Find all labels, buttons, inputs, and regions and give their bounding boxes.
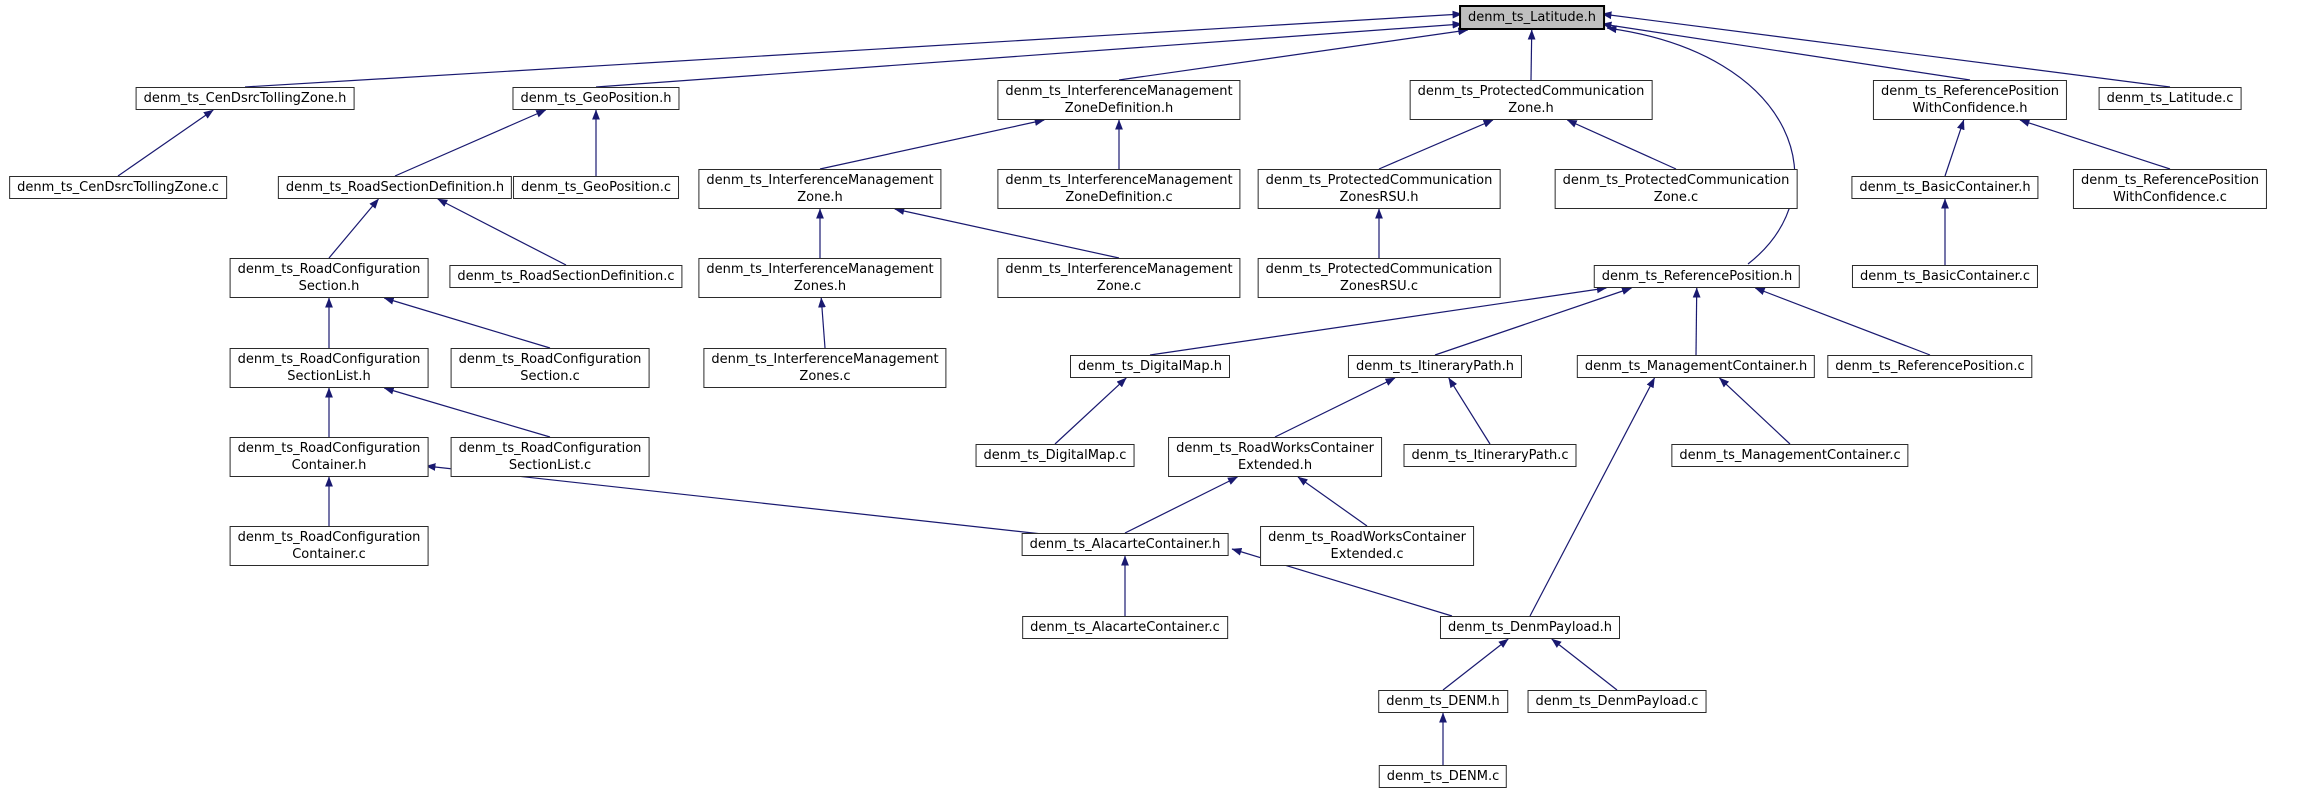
edge-rwce_c-to-rwce_h xyxy=(1297,476,1368,527)
edge-bc_h-to-rpwc_h xyxy=(1944,119,1965,177)
graph-node-imzs_h[interactable]: denm_ts_InterferenceManagement Zones.h xyxy=(698,258,942,298)
graph-node-bc_c[interactable]: denm_ts_BasicContainer.c xyxy=(1851,265,2039,288)
graph-node-rwce_h[interactable]: denm_ts_RoadWorksContainer Extended.h xyxy=(1168,437,1382,477)
edge-ip_h-to-rp_h xyxy=(1434,287,1632,356)
edge-pcz_h-to-lat_h xyxy=(1527,29,1536,81)
graph-node-mc_h[interactable]: denm_ts_ManagementContainer.h xyxy=(1576,355,1816,378)
edge-rcs_h-to-rsd_h xyxy=(328,198,379,259)
graph-node-rpwc_h[interactable]: denm_ts_ReferencePosition WithConfidence… xyxy=(1872,80,2068,120)
graph-node-denm_h[interactable]: denm_ts_DENM.h xyxy=(1378,690,1508,713)
graph-node-rcc_h[interactable]: denm_ts_RoadConfiguration Container.h xyxy=(229,437,429,477)
edge-dm_h-to-rp_h xyxy=(1149,285,1607,356)
graph-node-rcsl_h[interactable]: denm_ts_RoadConfiguration SectionList.h xyxy=(229,348,429,388)
graph-node-rcc_c[interactable]: denm_ts_RoadConfiguration Container.c xyxy=(229,526,429,566)
graph-node-cdtz_c[interactable]: denm_ts_CenDsrcTollingZone.c xyxy=(9,176,227,199)
edge-dm_c-to-dm_h xyxy=(1054,377,1127,445)
edge-rpwc_h-to-lat_h xyxy=(1601,21,1971,81)
graph-node-rsd_c[interactable]: denm_ts_RoadSectionDefinition.c xyxy=(449,265,683,288)
graph-node-rp_h[interactable]: denm_ts_ReferencePosition.h xyxy=(1593,265,1801,288)
graph-node-pcz_h[interactable]: denm_ts_ProtectedCommunication Zone.h xyxy=(1409,80,1653,120)
graph-node-imzs_c[interactable]: denm_ts_InterferenceManagement Zones.c xyxy=(703,348,947,388)
edge-rp_h-to-lat_h xyxy=(1606,25,1796,265)
graph-node-dm_c[interactable]: denm_ts_DigitalMap.c xyxy=(975,444,1135,467)
edge-rp_c-to-rp_h xyxy=(1754,287,1931,356)
graph-node-imz_c[interactable]: denm_ts_InterferenceManagement Zone.c xyxy=(997,258,1241,298)
edge-ip_c-to-ip_h xyxy=(1448,377,1491,445)
graph-node-rsd_h[interactable]: denm_ts_RoadSectionDefinition.h xyxy=(277,176,513,199)
graph-node-rcs_h[interactable]: denm_ts_RoadConfiguration Section.h xyxy=(229,258,429,298)
graph-node-denm_c[interactable]: denm_ts_DENM.c xyxy=(1378,765,1508,788)
graph-node-dp_c[interactable]: denm_ts_DenmPayload.c xyxy=(1527,690,1707,713)
graph-node-geo_h[interactable]: denm_ts_GeoPosition.h xyxy=(512,87,680,110)
graph-node-ip_c[interactable]: denm_ts_ItineraryPath.c xyxy=(1403,444,1577,467)
edge-rsd_h-to-geo_h xyxy=(394,109,547,177)
graph-node-pcz_c[interactable]: denm_ts_ProtectedCommunication Zone.c xyxy=(1554,169,1798,209)
graph-node-pczrsu_h[interactable]: denm_ts_ProtectedCommunication ZonesRSU.… xyxy=(1257,169,1501,209)
edge-rcsl_c-to-rcsl_h xyxy=(383,386,551,438)
graph-node-ac_h[interactable]: denm_ts_AlacarteContainer.h xyxy=(1021,533,1229,556)
graph-node-cdtz_h[interactable]: denm_ts_CenDsrcTollingZone.h xyxy=(135,87,355,110)
graph-node-pczrsu_c[interactable]: denm_ts_ProtectedCommunication ZonesRSU.… xyxy=(1257,258,1501,298)
edge-imz_h-to-imzd_h xyxy=(819,118,1045,170)
graph-node-ip_h[interactable]: denm_ts_ItineraryPath.h xyxy=(1347,355,1523,378)
edge-ac_h-to-rcc_h xyxy=(425,463,1043,535)
edge-dp_h-to-mc_h xyxy=(1529,377,1656,617)
graph-node-rcs_c[interactable]: denm_ts_RoadConfiguration Section.c xyxy=(450,348,650,388)
edge-rpwc_c-to-rpwc_h xyxy=(2019,119,2171,170)
graph-node-rwce_c[interactable]: denm_ts_RoadWorksContainer Extended.c xyxy=(1260,526,1474,566)
graph-node-rp_c[interactable]: denm_ts_ReferencePosition.c xyxy=(1827,355,2033,378)
graph-node-imzd_h[interactable]: denm_ts_InterferenceManagement ZoneDefin… xyxy=(997,80,1241,120)
edge-lat_c-to-lat_h xyxy=(1601,11,2171,88)
graph-node-geo_c[interactable]: denm_ts_GeoPosition.c xyxy=(513,176,679,199)
graph-node-lat_c[interactable]: denm_ts_Latitude.c xyxy=(2098,87,2242,110)
edge-rcs_c-to-rcs_h xyxy=(383,297,551,349)
graph-node-ac_c[interactable]: denm_ts_AlacarteContainer.c xyxy=(1022,616,1228,639)
edge-geo_h-to-lat_h xyxy=(595,20,1463,88)
graph-node-mc_c[interactable]: denm_ts_ManagementContainer.c xyxy=(1671,444,1909,467)
edge-dp_c-to-dp_h xyxy=(1551,638,1618,691)
edge-rwce_h-to-ip_h xyxy=(1274,377,1396,438)
edge-rsd_c-to-rsd_h xyxy=(437,198,567,266)
graph-node-bc_h[interactable]: denm_ts_BasicContainer.h xyxy=(1851,176,2039,199)
edge-mc_h-to-rp_h xyxy=(1692,287,1701,356)
edge-denm_h-to-dp_h xyxy=(1442,638,1509,691)
edge-cdtz_c-to-cdtz_h xyxy=(117,109,214,177)
edge-imz_c-to-imz_h xyxy=(894,207,1120,259)
graph-node-imzd_c[interactable]: denm_ts_InterferenceManagement ZoneDefin… xyxy=(997,169,1241,209)
edge-imzs_c-to-imzs_h xyxy=(818,297,826,349)
graph-node-rcsl_c[interactable]: denm_ts_RoadConfiguration SectionList.c xyxy=(450,437,650,477)
edge-mc_c-to-mc_h xyxy=(1719,377,1791,445)
edge-cdtz_h-to-lat_h xyxy=(244,10,1463,88)
edge-imzd_h-to-lat_h xyxy=(1118,27,1469,81)
graph-node-imz_h[interactable]: denm_ts_InterferenceManagement Zone.h xyxy=(698,169,942,209)
edge-pczrsu_h-to-pcz_h xyxy=(1378,119,1494,170)
graph-node-rpwc_c[interactable]: denm_ts_ReferencePosition WithConfidence… xyxy=(2072,169,2268,209)
edge-pcz_c-to-pcz_h xyxy=(1566,119,1677,170)
graph-node-lat_h[interactable]: denm_ts_Latitude.h xyxy=(1459,5,1605,30)
edge-ac_h-to-rwce_h xyxy=(1124,476,1238,534)
graph-node-dp_h[interactable]: denm_ts_DenmPayload.h xyxy=(1439,616,1621,639)
graph-node-dm_h[interactable]: denm_ts_DigitalMap.h xyxy=(1070,355,1230,378)
